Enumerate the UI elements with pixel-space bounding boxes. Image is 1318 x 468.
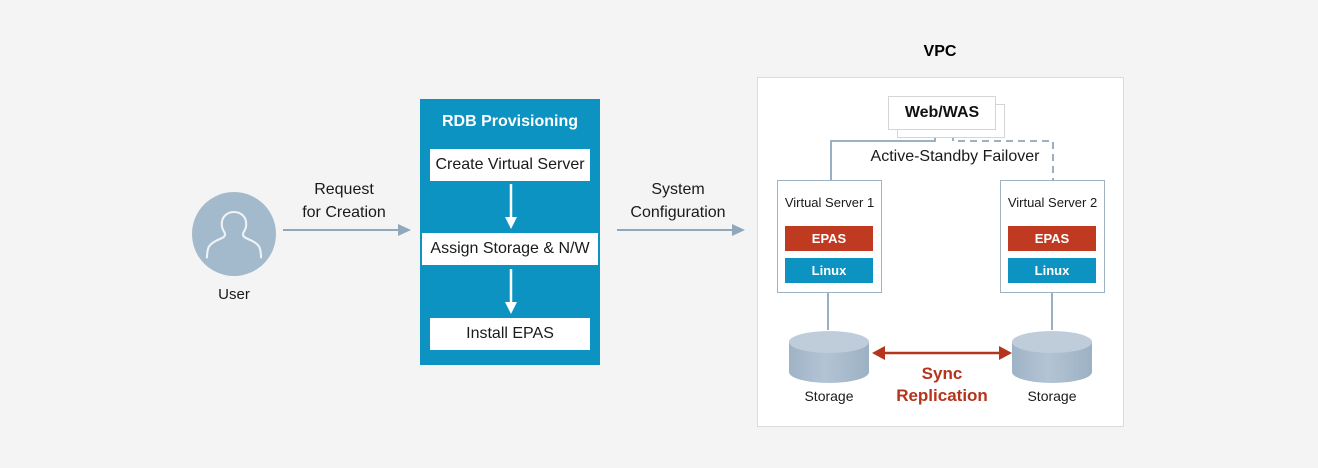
rdb-step-assign-storage-and-nw[interactable]: Assign Storage & N/W	[422, 233, 598, 265]
virtual-server-1-linux-label: Linux	[811, 263, 847, 278]
sync-replication-caption: Sync Replication	[870, 363, 1014, 407]
request-caption-line-1: Request	[314, 181, 374, 198]
rdb-step-0-label: Create Virtual Server	[435, 156, 585, 173]
active-standby-failover-label: Active-Standby Failover	[870, 148, 1040, 165]
rdb-step-install-epas[interactable]: Install EPAS	[430, 318, 590, 350]
rdb-step-2-label: Install EPAS	[466, 325, 554, 342]
virtual-server-2-linux-label: Linux	[1034, 263, 1070, 278]
sysconfig-caption-line-1: System	[651, 181, 705, 198]
vpc-title: VPC	[923, 43, 957, 60]
virtual-server-1-epas-label: EPAS	[811, 231, 847, 246]
sync-replication-line-1: Sync	[921, 364, 963, 383]
rdb-step-create-virtual-server[interactable]: Create Virtual Server	[430, 149, 590, 181]
storage-1-database-cylinder-icon	[789, 331, 869, 383]
request-caption-line-2: for Creation	[302, 204, 386, 221]
virtual-server-1-title: Virtual Server 1	[784, 195, 875, 210]
virtual-server-2-linux-chip: Linux	[1008, 258, 1096, 283]
sync-replication-double-headed-arrow-icon	[872, 346, 1012, 360]
request-arrow-right-icon	[283, 224, 411, 236]
storage-1-label: Storage	[804, 388, 854, 404]
virtual-server-1-epas-chip: EPAS	[785, 226, 873, 251]
sysconfig-caption-line-2: Configuration	[630, 204, 726, 221]
rdb-step-1-label: Assign Storage & N/W	[430, 240, 590, 257]
virtual-server-1-linux-chip: Linux	[785, 258, 873, 283]
storage-2-label: Storage	[1027, 388, 1077, 404]
rdb-provisioning-title: RDB Provisioning	[441, 113, 578, 130]
storage-2-database-cylinder-icon	[1012, 331, 1092, 383]
web-was-box[interactable]: Web/WAS	[888, 96, 996, 130]
user-label: User	[218, 286, 250, 303]
user-avatar-icon	[192, 192, 276, 276]
sync-replication-line-2: Replication	[896, 386, 988, 405]
rdb-step-arrow-down-icon-1	[505, 184, 517, 229]
virtual-server-2-epas-chip: EPAS	[1008, 226, 1096, 251]
system-configuration-arrow-right-icon	[617, 224, 745, 236]
virtual-server-2-epas-label: EPAS	[1034, 231, 1070, 246]
request-for-creation-caption: Request for Creation	[282, 178, 406, 224]
rdb-step-arrow-down-icon-2	[505, 269, 517, 314]
web-was-label: Web/WAS	[904, 104, 980, 121]
system-configuration-caption: System Configuration	[616, 178, 740, 224]
virtual-server-2-title: Virtual Server 2	[1007, 195, 1098, 210]
